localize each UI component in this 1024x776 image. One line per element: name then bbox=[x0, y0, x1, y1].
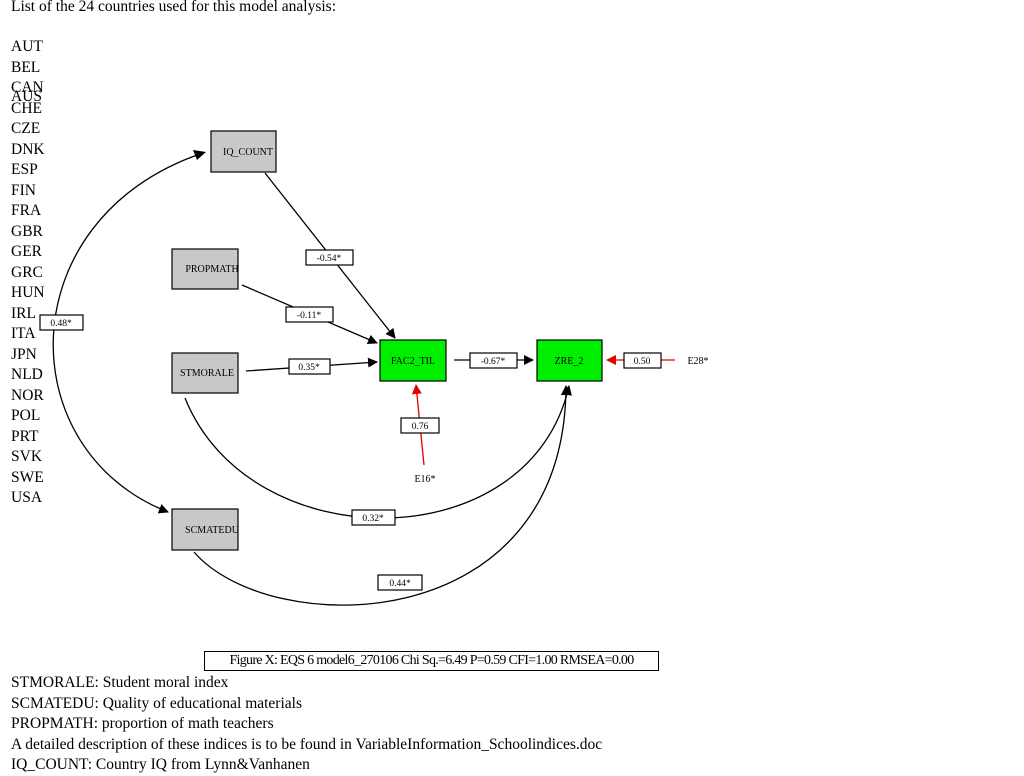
coef-scmatedu-to-zre2-text: 0.44* bbox=[389, 579, 411, 589]
arrowhead-covariance-top bbox=[193, 150, 206, 160]
coef-scmatedu-to-zre2: 0.44* bbox=[377, 574, 423, 591]
country-item: IRL bbox=[11, 304, 36, 322]
coef-propmath-to-fac2: -0.11* bbox=[285, 306, 334, 323]
coef-iq-to-fac2-text: -0.54* bbox=[317, 254, 342, 264]
coef-stmorale-to-zre2-text: 0.32* bbox=[362, 514, 384, 524]
node-zre-2-label: ZRE_2 bbox=[555, 356, 584, 367]
country-item: FIN bbox=[11, 181, 36, 199]
legend-line: SCMATEDU: Quality of educational materia… bbox=[11, 694, 302, 712]
coef-e16-to-fac2-text: 0.76 bbox=[412, 422, 429, 432]
node-iq-count-label: IQ_COUNT bbox=[223, 147, 273, 158]
node-scmatedu-label: SCMATEDU bbox=[185, 525, 240, 536]
country-item-overlapping: AUS bbox=[11, 88, 43, 105]
variable-legend: STMORALE: Student moral index SCMATEDU: … bbox=[11, 673, 602, 776]
country-item: USA bbox=[11, 489, 43, 506]
country-item: HUN bbox=[11, 284, 45, 301]
coef-stmorale-to-fac2: 0.35* bbox=[288, 358, 331, 375]
edge-covariance-iq-scmatedu bbox=[52, 153, 201, 514]
country-item: ITA bbox=[11, 325, 36, 342]
country-item: CHE bbox=[11, 99, 42, 117]
edge-stmorale-to-zre2 bbox=[184, 385, 572, 519]
coef-covariance-iq-scmatedu: 0.48* bbox=[39, 314, 84, 331]
coef-fac2-to-zre2-text: -0.67* bbox=[481, 357, 506, 367]
coef-stmorale-to-fac2-text: 0.35* bbox=[298, 363, 320, 373]
node-fac2-til: FAC2_TIL bbox=[379, 339, 447, 382]
country-item: SWE bbox=[11, 468, 44, 486]
country-item: BEL bbox=[11, 58, 41, 76]
legend-line: A detailed description of these indices … bbox=[11, 735, 603, 753]
country-item: GRC bbox=[11, 263, 43, 281]
node-scmatedu: SCMATEDU bbox=[171, 508, 240, 551]
coef-e28-to-zre2-text: 0.50 bbox=[634, 357, 651, 367]
country-item: CAN bbox=[11, 79, 44, 96]
legend-line: STMORALE: Student moral index bbox=[11, 674, 229, 691]
country-item: NOR bbox=[11, 386, 44, 404]
coef-e16-to-fac2: 0.76 bbox=[400, 417, 440, 434]
intro-text: List of the 24 countries used for this m… bbox=[11, 0, 337, 15]
node-iq-count: IQ_COUNT bbox=[210, 130, 277, 173]
country-item: POL bbox=[11, 407, 41, 424]
country-item: ESP bbox=[11, 161, 38, 178]
country-item: DNK bbox=[11, 140, 45, 158]
edge-scmatedu-to-zre2 bbox=[193, 385, 571, 606]
country-list: AUT BEL CAN CHE CZE DNK ESP FIN FRA GBR … bbox=[11, 37, 45, 509]
country-item: FRA bbox=[11, 202, 42, 219]
country-item: CZE bbox=[11, 120, 41, 137]
country-item: PRT bbox=[11, 427, 39, 445]
error-e16-label: E16* bbox=[414, 474, 435, 485]
node-stmorale-label: STMORALE bbox=[180, 368, 234, 379]
country-item: GBR bbox=[11, 222, 43, 240]
coef-iq-to-fac2: -0.54* bbox=[305, 249, 354, 266]
country-item: AUT bbox=[11, 38, 43, 55]
node-propmath-label: PROPMATH bbox=[185, 264, 238, 275]
figure-caption: Figure X: EQS 6 model6_270106 Chi Sq.=6.… bbox=[204, 651, 659, 671]
country-item: JPN bbox=[11, 345, 37, 363]
legend-line: PROPMATH: proportion of math teachers bbox=[11, 715, 274, 732]
coef-covariance-text: 0.48* bbox=[50, 319, 72, 329]
country-item: NLD bbox=[11, 366, 43, 383]
coef-stmorale-to-zre2: 0.32* bbox=[351, 509, 396, 526]
node-propmath: PROPMATH bbox=[171, 248, 239, 290]
coef-propmath-to-fac2-text: -0.11* bbox=[297, 311, 321, 321]
node-zre-2: ZRE_2 bbox=[536, 339, 603, 382]
country-item: GER bbox=[11, 243, 42, 260]
error-e28-label: E28* bbox=[687, 356, 708, 367]
country-item: SVK bbox=[11, 448, 43, 465]
node-fac2-til-label: FAC2_TIL bbox=[391, 356, 435, 367]
node-stmorale: STMORALE bbox=[171, 352, 239, 394]
coef-e28-to-zre2: 0.50 bbox=[623, 352, 662, 369]
legend-line: IQ_COUNT: Country IQ from Lynn&Vanhanen bbox=[11, 756, 310, 773]
coef-fac2-to-zre2: -0.67* bbox=[469, 352, 518, 369]
